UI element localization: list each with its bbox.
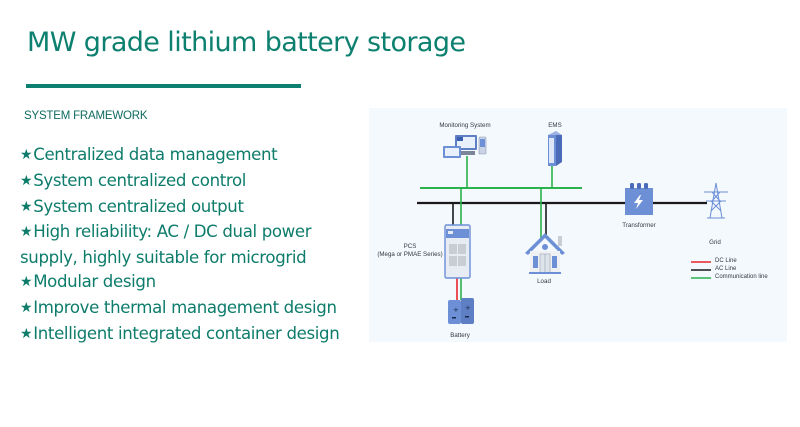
monitoring-system-label: Monitoring System <box>439 122 491 129</box>
system-framework-diagram: + + Monitoring System EMS PCS (Mega or P… <box>369 108 787 342</box>
transformer-label: Transformer <box>622 222 656 229</box>
section-label: SYSTEM FRAMEWORK <box>24 110 148 122</box>
star-icon: ★ <box>20 325 33 342</box>
star-icon: ★ <box>20 273 33 290</box>
legend-ac-label: AC Line <box>715 266 737 272</box>
feature-text: Intelligent integrated container design <box>33 323 340 343</box>
ems-label: EMS <box>548 122 562 129</box>
feature-text: System centralized control <box>33 170 247 190</box>
feature-list: ★Centralized data management ★System cen… <box>20 143 340 348</box>
pcs-label: PCS (Mega or PMAE Series) <box>377 243 442 258</box>
feature-text: Modular design <box>33 271 156 291</box>
star-icon: ★ <box>20 147 33 163</box>
star-icon: ★ <box>20 299 33 316</box>
load-house-icon <box>525 233 565 274</box>
page-title: MW grade lithium battery storage <box>27 27 466 58</box>
pcs-cabinet-icon <box>444 224 471 279</box>
monitoring-system-icon <box>443 135 487 158</box>
star-icon: ★ <box>20 224 33 241</box>
legend-dc-label: DC Line <box>715 258 737 264</box>
star-icon: ★ <box>20 198 33 215</box>
svg-text:+: + <box>453 306 459 314</box>
ems-server-icon <box>548 131 562 166</box>
star-icon: ★ <box>20 172 33 189</box>
legend-comm-label: Communication line <box>715 274 768 280</box>
pcs-label-line1: PCS <box>403 243 417 250</box>
battery-label: Battery <box>450 332 470 339</box>
transformer-icon <box>625 183 653 215</box>
feature-item: ★System centralized control <box>20 169 339 195</box>
grid-tower-icon <box>704 182 728 219</box>
feature-item: ★Centralized data management <box>20 143 339 169</box>
feature-text: Improve thermal management design <box>33 297 337 317</box>
svg-text:+: + <box>465 304 471 312</box>
feature-item: ★System centralized output <box>20 195 339 221</box>
feature-item: ★Improve thermal management design <box>20 296 339 322</box>
grid-label: Grid <box>709 239 721 246</box>
load-label: Load <box>537 278 551 285</box>
feature-text: High reliability: AC / DC dual power <box>33 222 312 242</box>
feature-item: ★High reliability: AC / DC dual power <box>20 220 339 246</box>
feature-text: supply, highly suitable for microgrid <box>20 248 307 268</box>
feature-text: Centralized data management <box>33 145 278 164</box>
pcs-label-line2: (Mega or PMAE Series) <box>377 250 443 258</box>
diagram-canvas: + + <box>417 131 728 324</box>
title-underline <box>26 84 301 88</box>
feature-item-continuation: supply, highly suitable for microgrid <box>20 246 339 270</box>
feature-text: System centralized output <box>33 196 244 216</box>
feature-item: ★Modular design <box>20 270 339 296</box>
feature-item: ★Intelligent integrated container design <box>20 322 340 348</box>
battery-icon: + + <box>448 298 474 324</box>
